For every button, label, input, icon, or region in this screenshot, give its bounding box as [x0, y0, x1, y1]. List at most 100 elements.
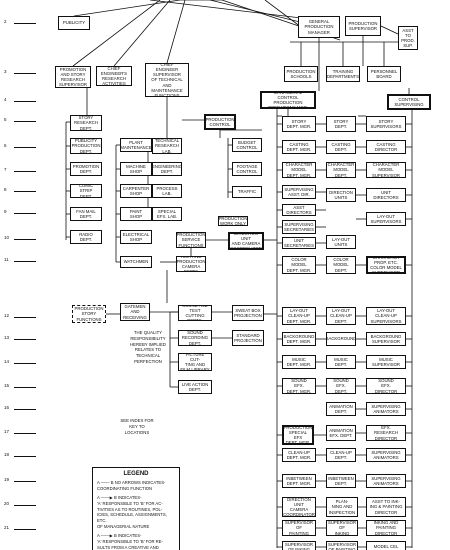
- legend-item-coordinating: A ─── B NO ARROWS INDICATES- COORDINATIN…: [97, 480, 166, 491]
- row-number: 9: [4, 209, 7, 214]
- box-c1-anim-efx-mgr: PRODUCTION SPECIAL EFX DEPT. MGR.: [282, 425, 314, 445]
- row-tick: [14, 23, 36, 24]
- box-c3-layout-cleanup-sup: LAY-OUT CLEAN-UP SUPERVISORS: [366, 307, 406, 325]
- connector-line: [149, 0, 319, 21]
- box-c1-casting-mgr: CASTING DEPT. MGR.: [282, 140, 316, 154]
- row-number: 4: [4, 97, 7, 102]
- box-c2-direction-units: DIRECTION UNITS: [326, 188, 356, 202]
- box-c3-sup-animators2: SUPERVISING ANIMATORS: [366, 448, 406, 462]
- box-sound-test: SOUND AND TEST CUTTING DEPTS.: [178, 305, 212, 321]
- box-c3-sound-efx-dir: SOUND EFX. DIRECTOR: [366, 378, 406, 394]
- box-c2-music: MUSIC DEPT.: [326, 355, 356, 369]
- box-prod-sup: PRODUCTION SUPERVISOR: [345, 16, 381, 36]
- box-c3-background-sup: BACKGROUND SUPERVISOR: [366, 332, 406, 346]
- box-c1-color-model-mgr: COLOR MODEL DEPT. MGR.: [282, 256, 316, 274]
- box-c2-story: STORY DEPT.: [326, 116, 356, 132]
- row-number: 15: [4, 383, 10, 388]
- box-c1-direction-unit-cam: DIRECTION UNIT CAMERA COORDINATOR: [282, 497, 316, 517]
- box-prod-service: PRODUCTION SERVICE FUNCTIONS: [176, 232, 206, 248]
- row-tick: [14, 409, 36, 410]
- box-c2-scene-plan: SCENE PLAN- NING AND INSPECTION DEPT.: [326, 497, 358, 517]
- see-index-note: SEE INDEX FOR KEY TO LOCATIONS: [120, 418, 154, 435]
- row-number: 20: [4, 501, 10, 506]
- box-c1-story-mgr: STORY DEPT. MGR.: [282, 116, 316, 132]
- box-c1-sup-secretaries: SUPERVISING SECRETARIES: [282, 220, 316, 234]
- row-tick: [14, 261, 36, 262]
- box-c2-sup-painting2: SUPERVISOR OF PAINTING: [326, 541, 358, 550]
- box-c3-char-prop-color: CHARACTER PROP. ETC. COLOR MODEL SUPERVI…: [366, 256, 406, 274]
- connector-line: [380, 25, 399, 35]
- box-c1-sound-efx-mgr: SOUND EFX. DEPT. MGR.: [282, 378, 316, 394]
- box-sweat-box: SWEAT BOX PROJECTION: [232, 305, 264, 321]
- box-c3-inking-painting: INKING AND PAINTING DIRECTOR: [366, 520, 406, 536]
- box-c2-casting: CASTING DEPT.: [326, 140, 356, 154]
- row-number: 8: [4, 187, 7, 192]
- box-c1-layout-cleanup-mgr: LAY-OUT CLEAN-UP DEPT. MGR.: [282, 307, 316, 325]
- box-training: TRAINING DEPARTMENTS: [326, 66, 360, 82]
- box-special-efx: SPECIAL EFX. LAB.: [152, 207, 182, 221]
- box-plant-maint: PLANT MAINTENANCE: [120, 138, 152, 152]
- box-c2-inbetween: INBETWEEN DEPT.: [326, 474, 356, 488]
- box-tech-research: TECHNICAL RESEARCH LAB.: [152, 138, 182, 154]
- box-traffic: TRAFFIC: [232, 186, 262, 198]
- row-tick: [14, 73, 36, 74]
- box-c1-music-mgr: MUSIC DEPT. MGR.: [282, 355, 316, 369]
- box-c2-char-model: CHARACTER MODEL DEPT.: [326, 162, 356, 178]
- row-number: 21: [4, 525, 10, 530]
- box-c3-sup-animators: SUPERVISING ANIMATORS: [366, 402, 406, 416]
- row-number: 16: [4, 405, 10, 410]
- row-tick: [14, 456, 36, 457]
- box-chief-eng-sup: CHIEF ENGINEER SUPERVISOR OF TECHNICAL A…: [145, 63, 189, 97]
- box-direction-unit-camera: DIRECTION UNIT AND CAMERA COORDINATOR: [228, 232, 264, 250]
- quality-note: THE QUALITY RESPONSIBILITY HEREBY IMPLIE…: [130, 330, 166, 364]
- row-number: 7: [4, 167, 7, 172]
- box-c1-cleanup-mgr: CLEAN-UP DEPT. MGR.: [282, 448, 316, 462]
- row-number: 3: [4, 69, 7, 74]
- legend-item-managerial: A ───▶ B INDICATES- 'A' RESPONSIBLE TO '…: [97, 495, 167, 529]
- box-promotion-dept: PROMOTION DEPT.: [70, 162, 102, 176]
- box-c1-sup-painting: SUPERVISOR OF PAINTING: [282, 520, 316, 536]
- row-number: 19: [4, 477, 10, 482]
- box-prod-work-only: PRODUCTION WORK ONLY: [218, 216, 248, 226]
- box-c1-unit-secretaries: UNIT SECRETARIES: [282, 237, 316, 249]
- box-c3-sup-animators3: SUPERVISING ANIMATORS: [366, 474, 406, 488]
- row-tick: [14, 239, 36, 240]
- box-prod-schools: PRODUCTION SCHOOLS: [284, 66, 318, 82]
- box-c3-model-cel: MODEL CEL: [366, 541, 406, 550]
- box-prod-control: PRODUCTION CONTROL: [204, 114, 236, 130]
- box-publicity: PUBLICITY: [58, 16, 90, 30]
- row-number: 11: [4, 257, 9, 262]
- box-c1-background-mgr: BACKGROUND DEPT. MGR.: [282, 332, 316, 346]
- row-number: 5: [4, 117, 7, 122]
- box-c2-sup-inking2: SUPERVISOR OF INKING: [326, 520, 358, 536]
- box-promotion-story: PROMOTION AND STORY RESEARCH SUPERVISOR: [55, 66, 91, 88]
- row-number: 6: [4, 143, 7, 148]
- row-tick: [14, 121, 36, 122]
- box-c2-cleanup: CLEAN-UP DEPT.: [326, 448, 356, 462]
- row-number: 2: [4, 19, 7, 24]
- box-sound-recording: SOUND RECORDING DEPT.: [178, 330, 212, 346]
- box-process-lab: PROCESS LAB.: [152, 184, 182, 198]
- box-c1-asst-directors: ASST DIRECTORS: [282, 204, 316, 216]
- box-personnel: PERSONNEL BOARD: [367, 66, 401, 82]
- row-tick: [14, 171, 36, 172]
- connector-line: [166, 0, 186, 64]
- box-c3-efx-research: EFX. RESEARCH DIRECTOR: [366, 425, 406, 441]
- legend-item-creative: A ───▶ B INDICATES- 'A' RESPONSIBLE TO '…: [97, 533, 163, 550]
- box-story-research: STORY RESEARCH DEPT.: [70, 115, 102, 131]
- box-standard-proj: STANDARD PROJECTION: [232, 330, 264, 346]
- box-asst-prod-sup: ASST TO PROD. SUP.: [398, 26, 418, 50]
- box-c3-char-model-sup: CHARACTER MODEL SUPERVISOR: [366, 162, 406, 178]
- row-tick: [14, 339, 36, 340]
- box-creative-ctrl: CREATIVE CONTROL SUPERVISING DIRECTORS: [387, 94, 431, 110]
- box-c3-layout-sup: LAY-OUT SUPERVISORS: [366, 212, 406, 226]
- box-publicity-prod: PUBLICITY PRODUCTION DEPT.: [70, 138, 102, 154]
- box-paint-shop: PAINT SHOP: [120, 207, 152, 221]
- row-tick: [14, 317, 36, 318]
- box-c1-char-model-mgr: CHARACTER MODEL DEPT. MGR.: [282, 162, 316, 178]
- row-number: 13: [4, 335, 10, 340]
- box-c2-animation: ANIMATION DEPT.: [326, 402, 356, 416]
- box-c1-sup-asst-dir: SUPERVISING ASST. DIR.: [282, 185, 316, 199]
- connector-publicity: [73, 0, 181, 17]
